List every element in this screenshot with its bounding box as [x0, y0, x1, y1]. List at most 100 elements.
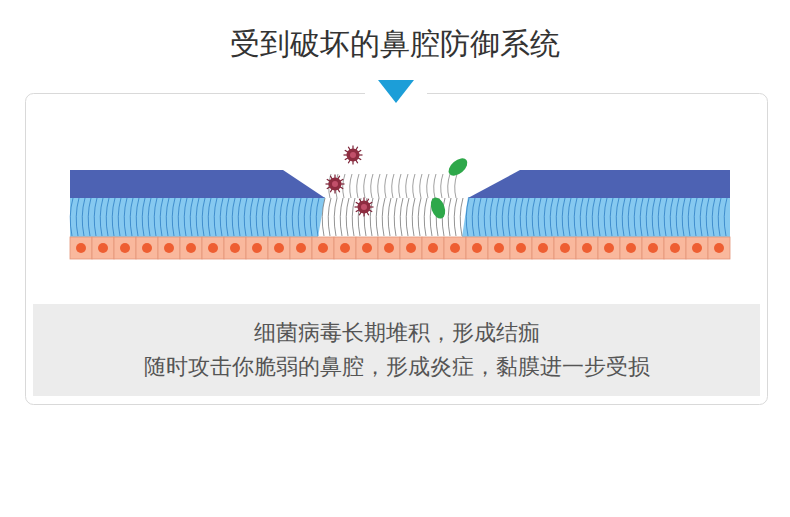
cell-nucleus: [648, 243, 658, 253]
cilium: [718, 198, 721, 236]
cell-nucleus: [450, 243, 460, 253]
cilium: [202, 198, 205, 236]
cilium: [130, 198, 133, 236]
epithelial-cell: [708, 237, 730, 259]
cilium: [262, 198, 265, 236]
cilium: [406, 198, 409, 236]
cilium: [652, 198, 655, 236]
cilium: [592, 198, 595, 236]
cell-nucleus: [516, 243, 526, 253]
damaged-cilium: [392, 174, 394, 198]
cilium: [514, 198, 517, 236]
cilium: [568, 198, 571, 236]
cilium: [232, 198, 235, 236]
cilium: [178, 198, 181, 236]
cilium: [520, 198, 523, 236]
cilium: [604, 198, 607, 236]
cilium: [598, 198, 601, 236]
cell-nucleus: [296, 243, 306, 253]
cilium: [322, 198, 325, 236]
cell-nucleus: [538, 243, 548, 253]
cilium: [328, 198, 331, 236]
cilium: [646, 198, 649, 236]
cilium: [628, 198, 631, 236]
epithelial-cell: [114, 237, 136, 259]
damaged-cilium: [448, 174, 450, 198]
cilium: [586, 198, 589, 236]
cilium: [490, 198, 493, 236]
cell-nucleus: [274, 243, 284, 253]
damaged-cilium: [371, 174, 373, 198]
epithelial-cell: [356, 237, 378, 259]
epithelial-cell: [400, 237, 422, 259]
cell-nucleus: [340, 243, 350, 253]
cilium: [184, 198, 187, 236]
cilium: [544, 198, 547, 236]
epithelial-cell: [158, 237, 180, 259]
virus: [326, 175, 345, 194]
cilium: [610, 198, 613, 236]
damaged-cilium: [350, 174, 352, 198]
damaged-cilium: [343, 174, 345, 198]
epithelial-cell: [378, 237, 400, 259]
cilium: [352, 198, 355, 236]
cilium: [310, 198, 313, 236]
damaged-cilium: [406, 174, 408, 198]
epithelial-cell: [312, 237, 334, 259]
cilium: [502, 198, 505, 236]
epithelial-cell: [70, 237, 92, 259]
cilium: [250, 198, 253, 236]
epithelial-cell: [620, 237, 642, 259]
cilium: [556, 198, 559, 236]
epithelial-cell: [510, 237, 532, 259]
cilium: [724, 198, 727, 236]
cilium: [70, 198, 73, 236]
cilium: [268, 198, 271, 236]
epithelial-cell: [290, 237, 312, 259]
cilium: [124, 198, 127, 236]
cilium: [106, 198, 109, 236]
caption-box: 细菌病毒长期堆积，形成结痂随时攻击你脆弱的鼻腔，形成炎症，黏膜进一步受损: [33, 304, 760, 396]
cilium: [172, 198, 175, 236]
epithelial-cell: [136, 237, 158, 259]
virus: [344, 146, 363, 165]
cilium: [532, 198, 535, 236]
epithelial-cell: [642, 237, 664, 259]
caption-text: 随时攻击你脆弱的鼻腔，形成炎症，黏膜进一步受损: [144, 350, 650, 384]
cilium: [286, 198, 289, 236]
cilium: [190, 198, 193, 236]
cell-nucleus: [472, 243, 482, 253]
virus-core: [361, 204, 367, 210]
virus-core: [332, 181, 338, 187]
cilium: [244, 198, 247, 236]
cilium: [394, 198, 397, 236]
cell-nucleus: [208, 243, 218, 253]
epithelial-cell: [598, 237, 620, 259]
cilium: [418, 198, 421, 236]
cilium: [478, 198, 481, 236]
cell-nucleus: [230, 243, 240, 253]
cilium: [316, 198, 319, 236]
cilium: [448, 198, 451, 236]
bacterium: [428, 195, 448, 220]
cell-nucleus: [120, 243, 130, 253]
damaged-cilium: [434, 174, 436, 198]
cell-nucleus: [384, 243, 394, 253]
cilium: [526, 198, 529, 236]
cell-nucleus: [186, 243, 196, 253]
cell-nucleus: [252, 243, 262, 253]
damaged-cilium: [378, 174, 380, 198]
cilium: [388, 198, 391, 236]
cell-nucleus: [604, 243, 614, 253]
epithelial-cell: [664, 237, 686, 259]
cell-nucleus: [318, 243, 328, 253]
cilium: [220, 198, 223, 236]
virus-core: [350, 152, 356, 158]
epithelial-cell: [92, 237, 114, 259]
cell-nucleus: [164, 243, 174, 253]
cell-nucleus: [428, 243, 438, 253]
cilium: [112, 198, 115, 236]
cilium: [538, 198, 541, 236]
bacterium: [445, 155, 470, 179]
damaged-cilium: [385, 174, 387, 198]
